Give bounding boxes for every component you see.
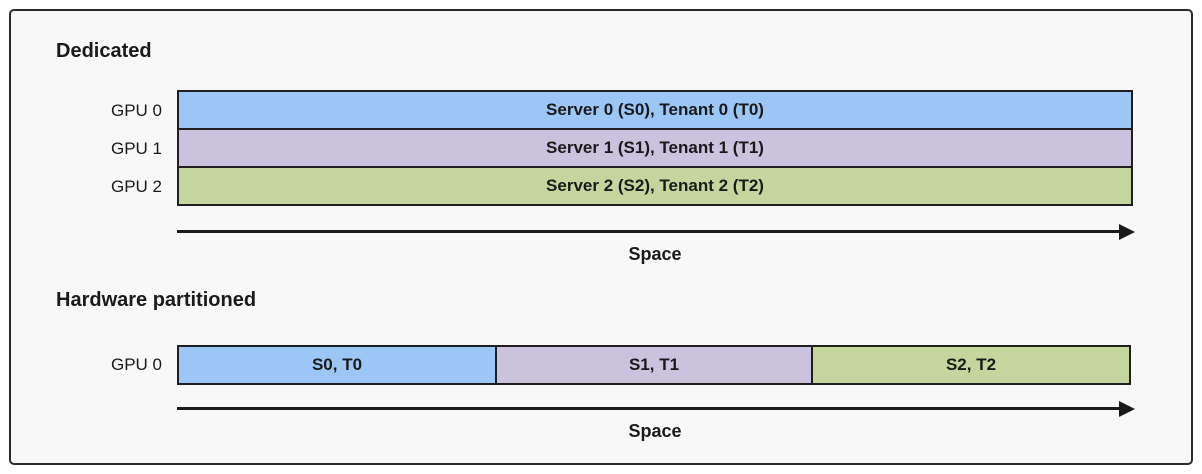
diagram-frame (9, 9, 1193, 465)
gpu1-bar-row: Server 1 (S1), Tenant 1 (T1) (177, 128, 1133, 168)
dedicated-bar-stack: Server 0 (S0), Tenant 0 (T0) Server 1 (S… (177, 90, 1133, 206)
gpu0-bar-row: Server 0 (S0), Tenant 0 (T0) (177, 90, 1133, 130)
section-title-dedicated: Dedicated (56, 40, 152, 62)
space-axis-line-dedicated (177, 230, 1121, 233)
partitioned-bar: S0, T0 S1, T1 S2, T2 (177, 345, 1133, 385)
gpu0-dedicated-bar: Server 0 (S0), Tenant 0 (T0) (177, 90, 1133, 130)
gpu2-dedicated-bar: Server 2 (S2), Tenant 2 (T2) (177, 166, 1133, 206)
space-axis-arrowhead-partitioned (1119, 400, 1135, 417)
section-title-hardware-partitioned: Hardware partitioned (56, 289, 257, 311)
gpu0-label-partitioned: GPU 0 (110, 355, 162, 374)
gpu0-label-dedicated: GPU 0 (110, 101, 162, 120)
space-axis-label-partitioned: Space (628, 421, 682, 441)
space-axis-label-dedicated: Space (628, 244, 682, 264)
space-axis-arrowhead-dedicated (1119, 223, 1135, 240)
gpu1-dedicated-bar: Server 1 (S1), Tenant 1 (T1) (177, 128, 1133, 168)
gpu2-bar-row: Server 2 (S2), Tenant 2 (T2) (177, 166, 1133, 206)
gpu1-label-dedicated: GPU 1 (110, 139, 162, 158)
partition-segment-s2t2: S2, T2 (811, 345, 1131, 385)
space-axis-line-partitioned (177, 407, 1121, 410)
partition-segment-s1t1: S1, T1 (495, 345, 813, 385)
gpu2-label-dedicated: GPU 2 (110, 177, 162, 196)
partition-segment-s0t0: S0, T0 (177, 345, 497, 385)
